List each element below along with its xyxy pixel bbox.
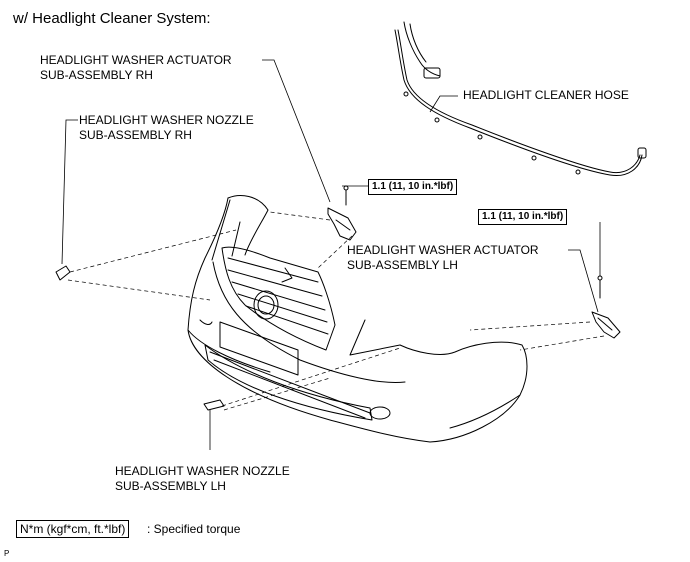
nozzle-lh-drawing bbox=[203, 399, 225, 411]
actuator-lh-drawing bbox=[591, 275, 621, 339]
label-nozzle-rh: HEADLIGHT WASHER NOZZLE SUB-ASSEMBLY RH bbox=[79, 113, 254, 142]
label-actuator-lh: HEADLIGHT WASHER ACTUATOR SUB-ASSEMBLY L… bbox=[347, 243, 539, 272]
label-nozzle-lh: HEADLIGHT WASHER NOZZLE SUB-ASSEMBLY LH bbox=[115, 464, 290, 493]
legend-description: : Specified torque bbox=[147, 522, 241, 536]
torque-spec-rh: 1.1 (11, 10 in.*lbf) bbox=[368, 179, 458, 195]
actuator-rh-drawing bbox=[327, 185, 357, 241]
front-bumper-drawing bbox=[187, 195, 528, 443]
page-title: w/ Headlight Cleaner System: bbox=[13, 10, 211, 27]
corner-mark: P bbox=[4, 549, 10, 558]
label-actuator-rh: HEADLIGHT WASHER ACTUATOR SUB-ASSEMBLY R… bbox=[40, 53, 232, 82]
cleaner-hose-drawing bbox=[394, 21, 647, 177]
nozzle-rh-drawing bbox=[55, 265, 71, 281]
torque-spec-lh: 1.1 (11, 10 in.*lbf) bbox=[478, 209, 568, 225]
label-cleaner-hose: HEADLIGHT CLEANER HOSE bbox=[463, 88, 629, 102]
legend-torque-units: N*m (kgf*cm, ft.*lbf) bbox=[16, 520, 130, 538]
